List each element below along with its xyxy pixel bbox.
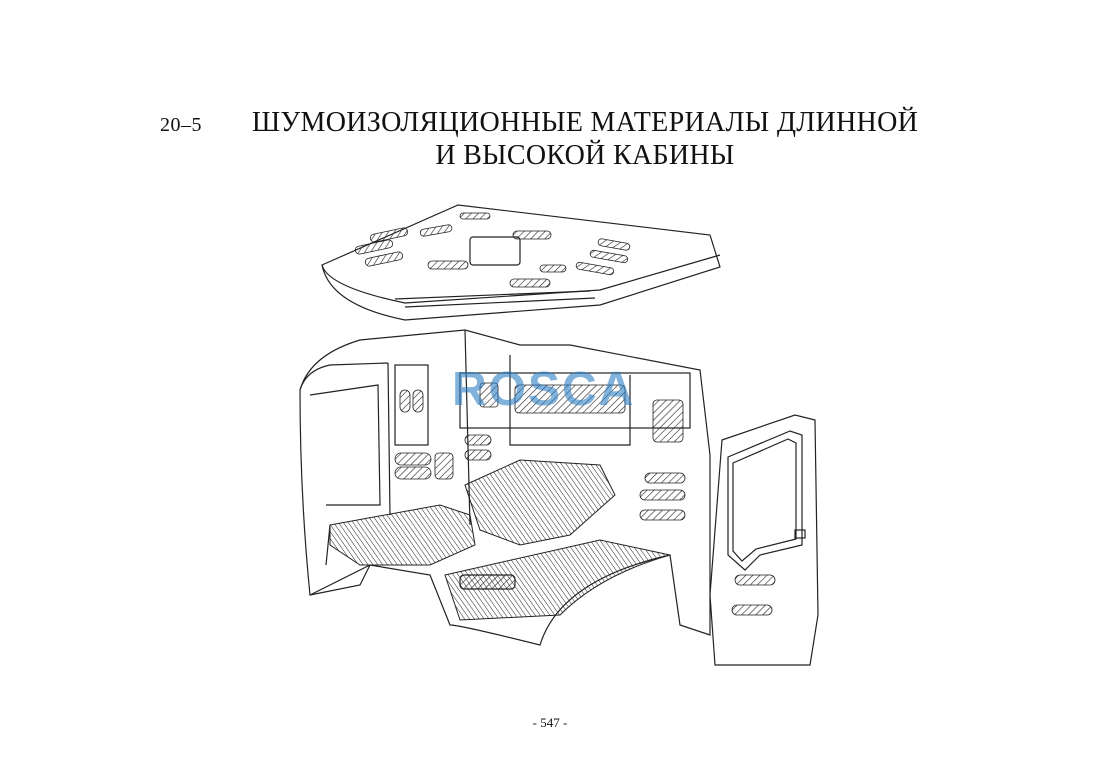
page-title: ШУМОИЗОЛЯЦИОННЫЕ МАТЕРИАЛЫ ДЛИННОЙ И ВЫС…: [235, 106, 935, 172]
page-number: - 547 -: [532, 715, 568, 730]
section-number: 20–5: [160, 114, 202, 136]
door-panel: [709, 414, 819, 666]
cab-insulation-illustration: [299, 204, 819, 666]
cab-body: [299, 329, 711, 646]
page-title-line-1: ШУМОИЗОЛЯЦИОННЫЕ МАТЕРИАЛЫ ДЛИННОЙ: [251, 107, 919, 138]
watermark-logo: ROSCA: [452, 363, 636, 416]
page-title-line-2: И ВЫСОКОЙ КАБИНЫ: [435, 140, 735, 171]
roof-panel: [321, 204, 721, 321]
